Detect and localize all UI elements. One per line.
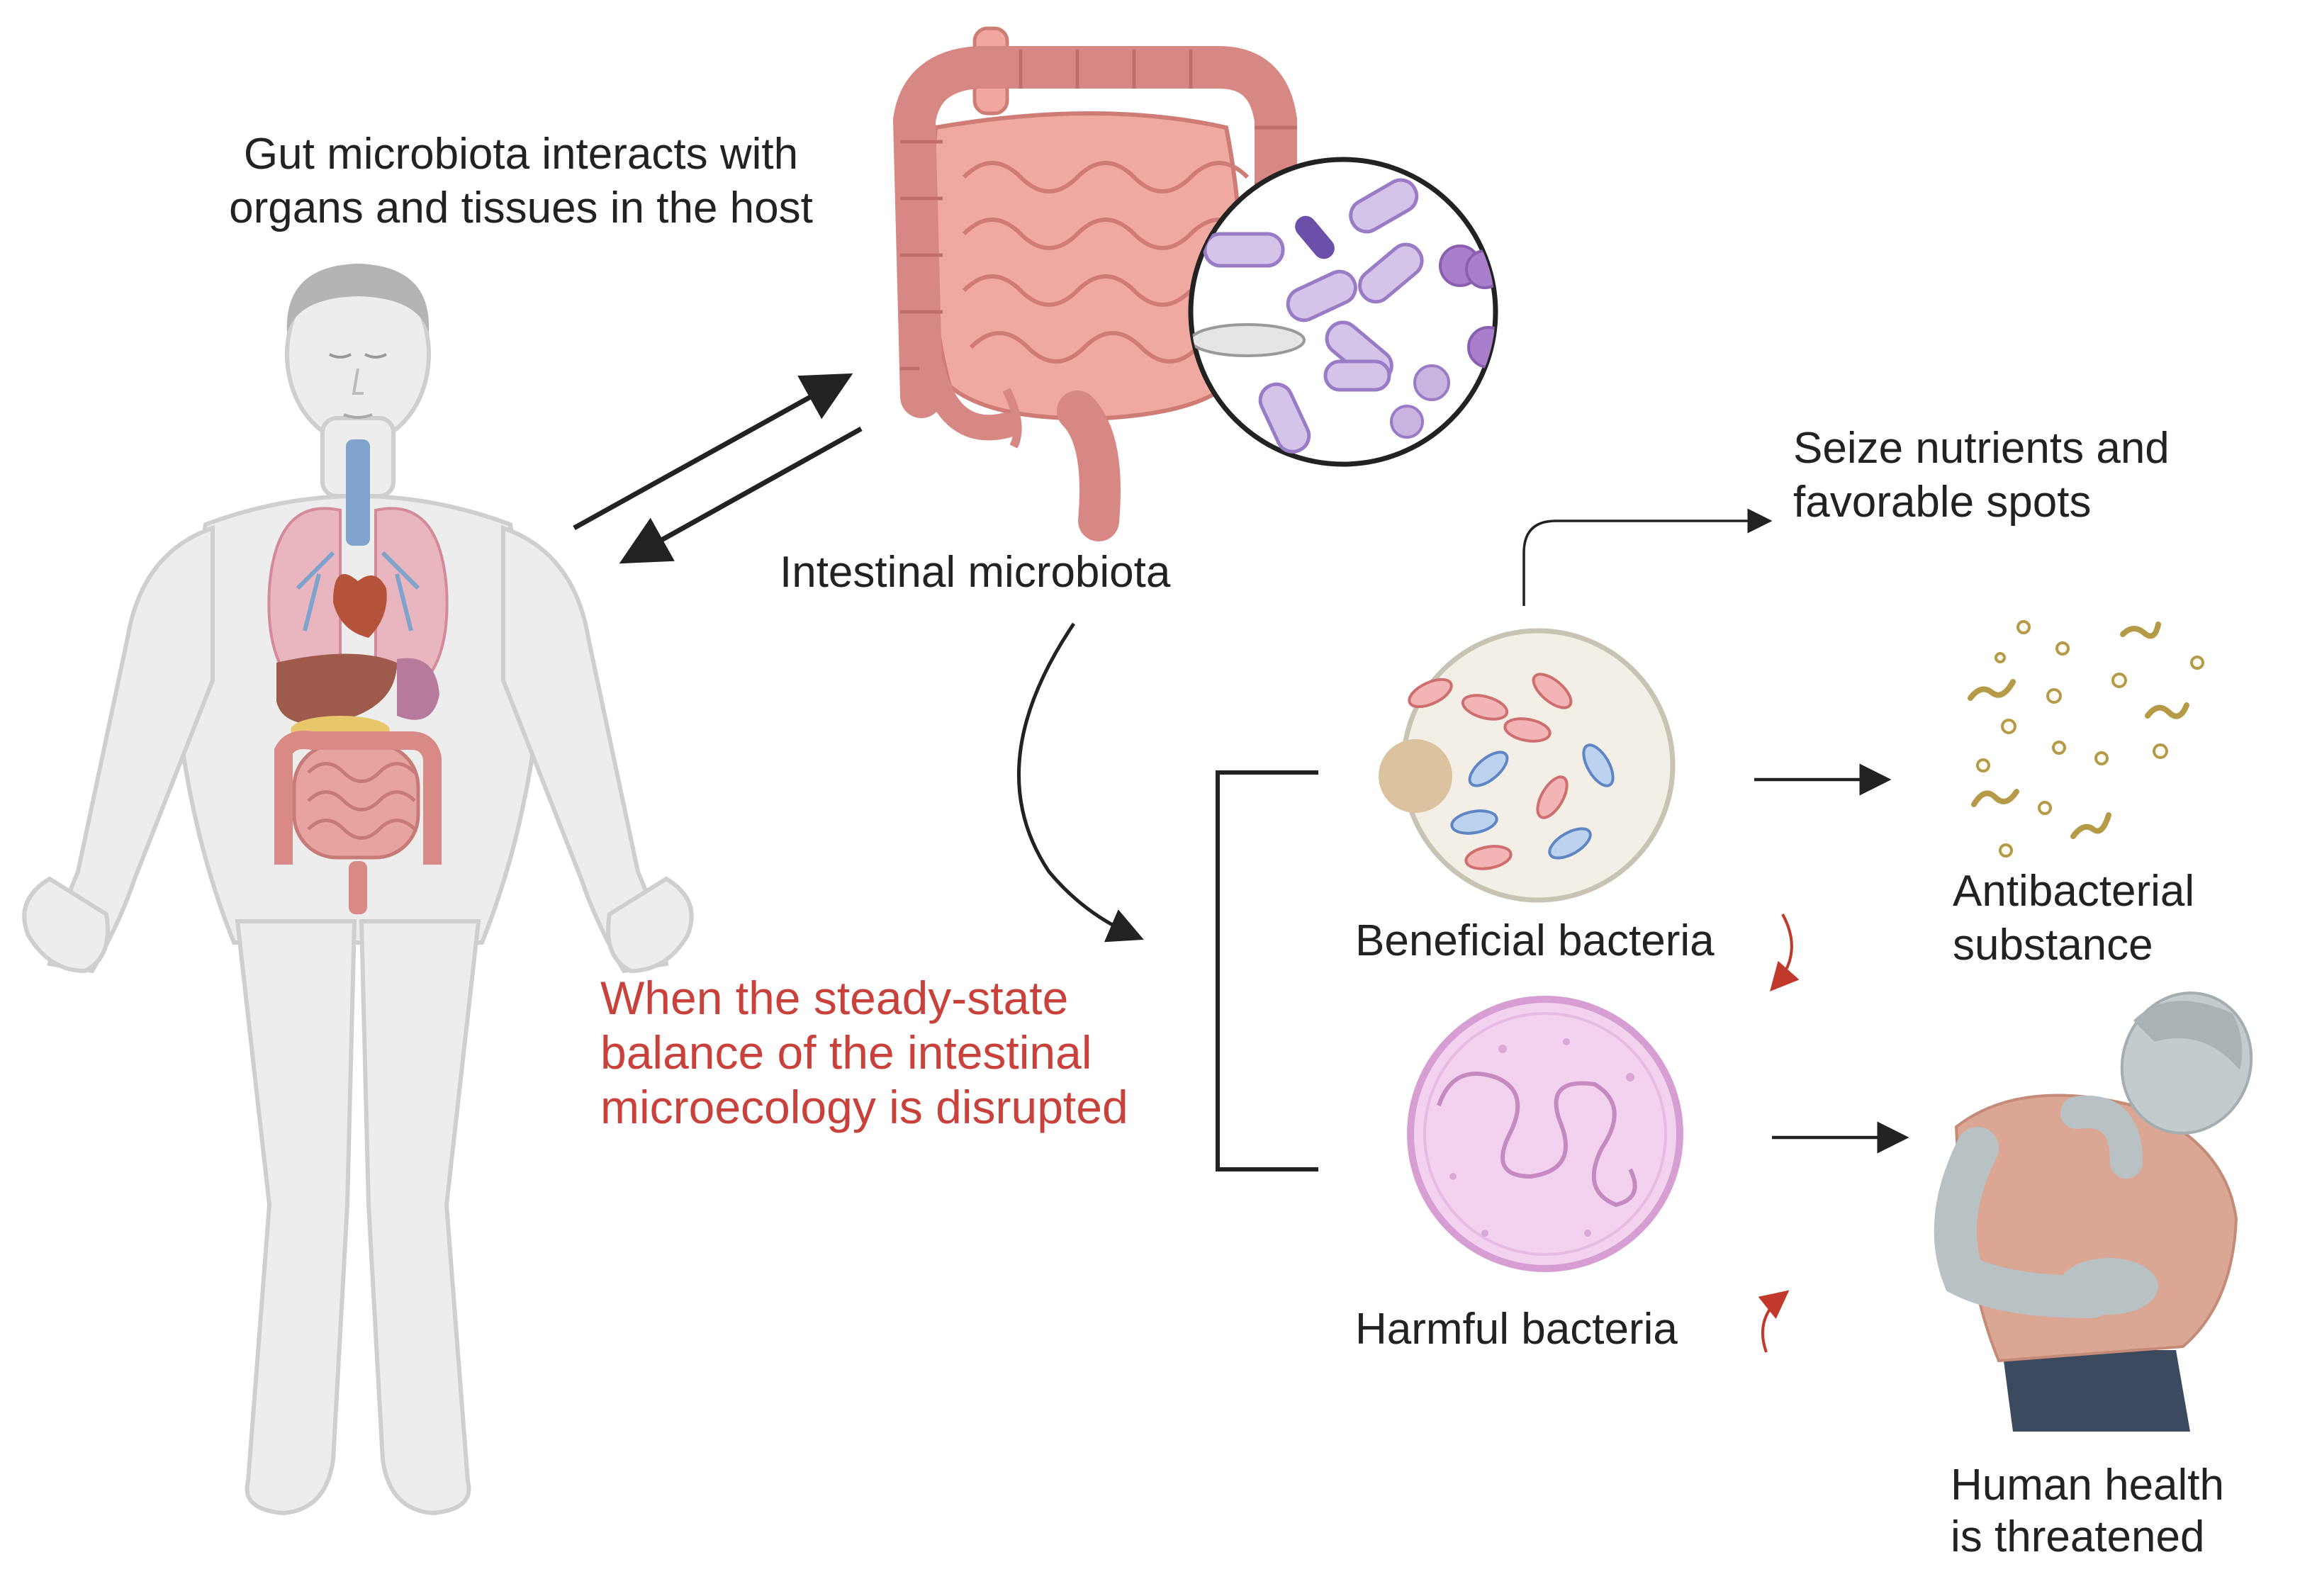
antibacterial-label: Antibacterial substance <box>1953 865 2194 972</box>
antibacterial-line-2: substance <box>1953 920 2153 970</box>
beneficial-bacteria-label: Beneficial bacteria <box>1355 916 1715 965</box>
sick-person-icon <box>1934 991 2253 1432</box>
gut-interaction-line-1: Gut microbiota interacts with <box>243 130 799 179</box>
seize-nutrients-line-2: favorable spots <box>1793 477 2092 527</box>
antibacterial-line-1: Antibacterial <box>1953 867 2195 916</box>
red-arrow-down <box>1770 914 1800 991</box>
health-threat-line-2: is threatened <box>1951 1512 2205 1561</box>
harmful-bacteria-icon <box>1407 996 1683 1272</box>
disruption-line-3: microecology is disrupted <box>600 1081 1128 1134</box>
beneficial-bacteria-icon <box>1379 628 1676 903</box>
arrow-to-seize <box>1522 508 1773 606</box>
health-threat-label: Human health is threatened <box>1951 1460 2224 1563</box>
human-body-icon <box>22 264 694 1516</box>
bracket <box>1216 770 1318 1171</box>
gut-interaction-label: Gut microbiota interacts with organs and… <box>188 128 854 235</box>
disruption-line-2: balance of the intestinal <box>600 1026 1092 1079</box>
intestinal-microbiota-label: Intestinal microbiota <box>780 548 1171 597</box>
gut-interaction-line-2: organs and tissues in the host <box>229 183 813 232</box>
seize-nutrients-line-1: Seize nutrients and <box>1793 424 2170 473</box>
red-arrow-up <box>1758 1290 1790 1353</box>
arrow-to-intestine <box>573 373 853 531</box>
disruption-line-1: When the steady-state <box>600 972 1069 1024</box>
antibacterial-particles-icon <box>1968 620 2204 858</box>
disruption-label: When the steady-state balance of the int… <box>600 971 1128 1135</box>
arrow-to-body <box>619 426 863 564</box>
health-threat-line-1: Human health <box>1951 1461 2225 1510</box>
curved-arrow-down <box>1017 622 1144 943</box>
harmful-bacteria-label: Harmful bacteria <box>1355 1305 1678 1354</box>
microbiota-magnifier-icon <box>1188 157 1498 467</box>
seize-nutrients-label: Seize nutrients and favorable spots <box>1793 422 2170 529</box>
